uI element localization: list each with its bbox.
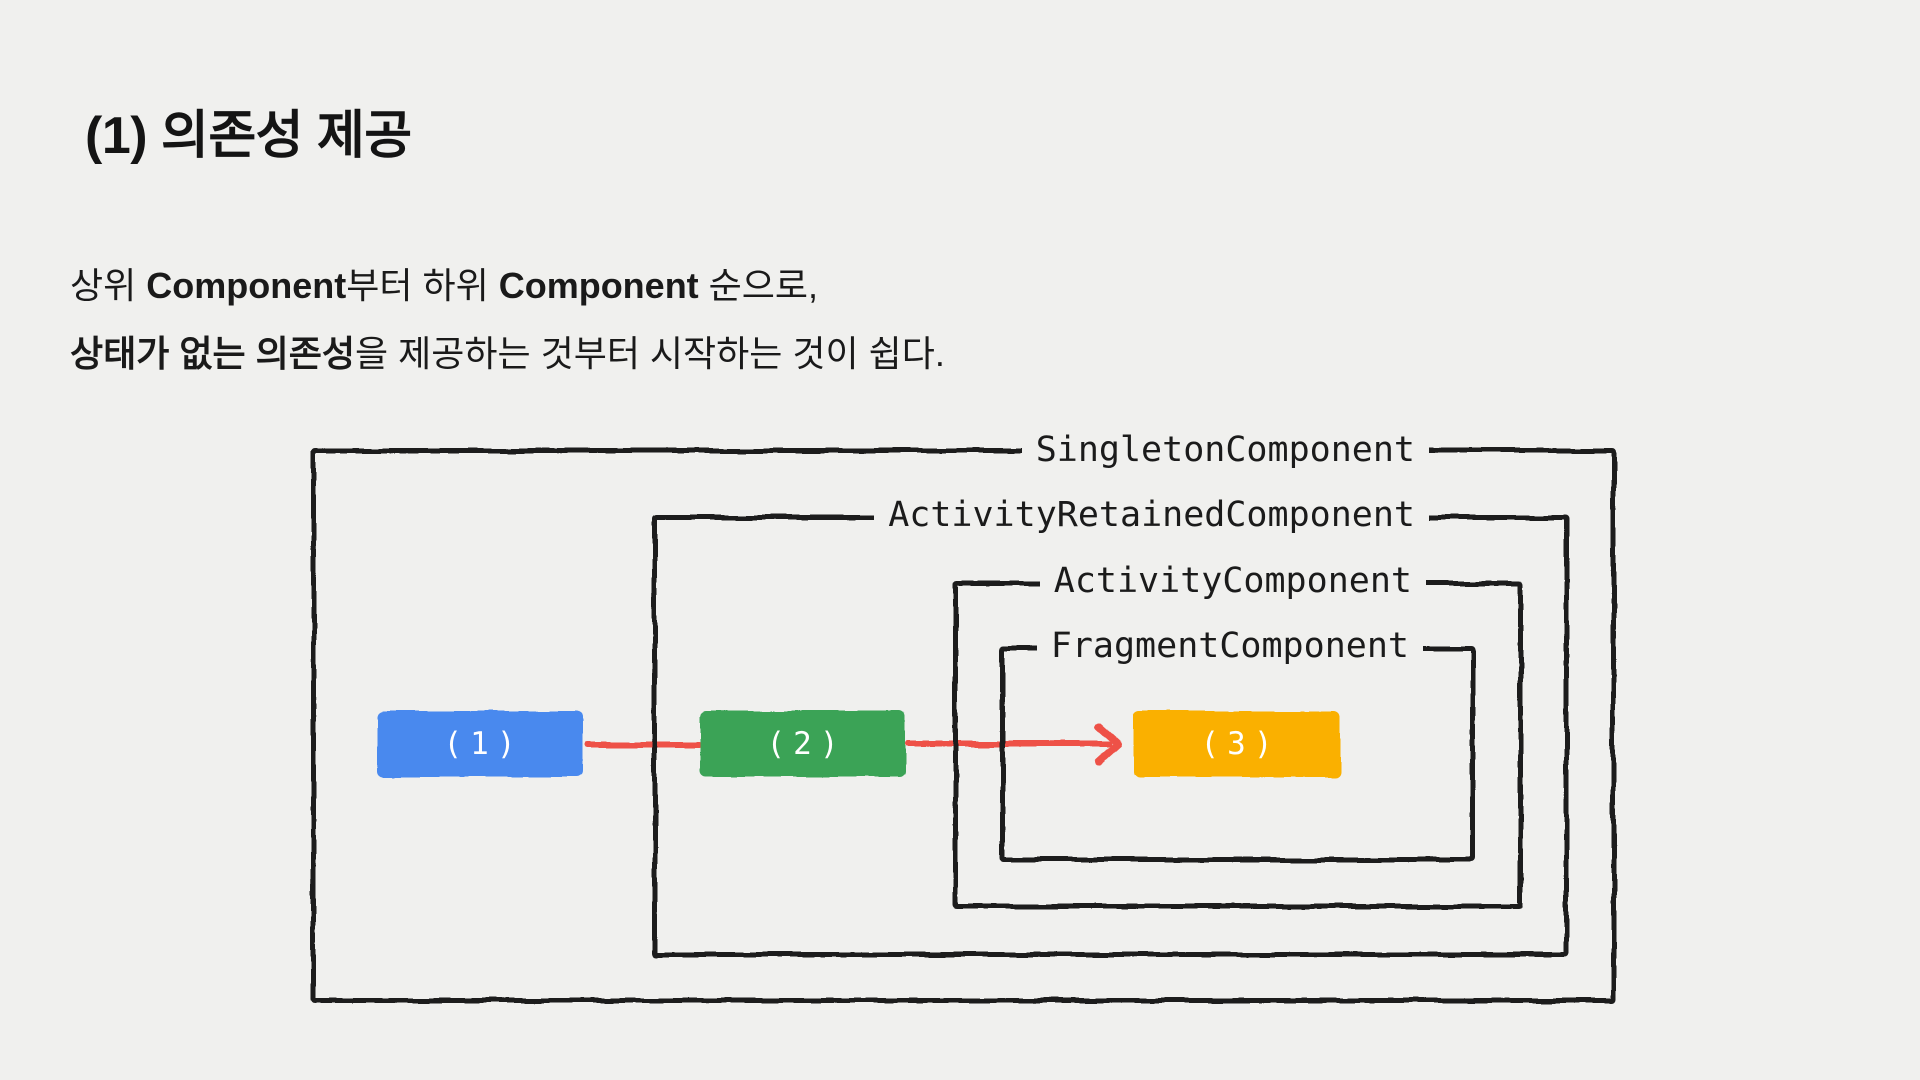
body-line-2: 상태가 없는 의존성을 제공하는 것부터 시작하는 것이 쉽다.: [70, 320, 945, 388]
node-1-label: (1): [443, 726, 524, 762]
body-line-1: 상위 Component부터 하위 Component 순으로,: [70, 252, 945, 320]
body-text-segment-bold: Component: [146, 265, 347, 306]
node-1-box: [377, 711, 582, 777]
node-3-label: (3): [1200, 726, 1281, 762]
body-text-segment: 상위: [70, 265, 147, 306]
body-text-segment-bold: Component: [498, 265, 699, 306]
body-text-segment-bold: 상태가 없는 의존성: [70, 333, 355, 374]
body-text-segment: 부터 하위: [346, 265, 499, 306]
frame-label-singleton-component: SingletonComponent: [1021, 428, 1429, 472]
node-2-box: [700, 711, 905, 777]
frame-label-activity-retained-component: ActivityRetainedComponent: [874, 493, 1429, 537]
body-text-segment: 순으로,: [698, 265, 819, 306]
arrow-node1-to-node2: [584, 741, 702, 747]
arrowhead-icon: [1095, 722, 1123, 766]
arrow-node2-to-node3: [905, 741, 1113, 747]
body-paragraph: 상위 Component부터 하위 Component 순으로, 상태가 없는 …: [70, 252, 945, 388]
frame-label-activity-component: ActivityComponent: [1039, 559, 1426, 603]
page-title: (1) 의존성 제공: [85, 107, 412, 165]
frame-label-fragment-component: FragmentComponent: [1036, 624, 1423, 668]
node-3-box: [1133, 711, 1340, 777]
node-2-label: (2): [766, 726, 847, 762]
frame-singleton-component: [311, 448, 1616, 1003]
body-text-segment: 을 제공하는 것부터 시작하는 것이 쉽다.: [354, 333, 945, 374]
